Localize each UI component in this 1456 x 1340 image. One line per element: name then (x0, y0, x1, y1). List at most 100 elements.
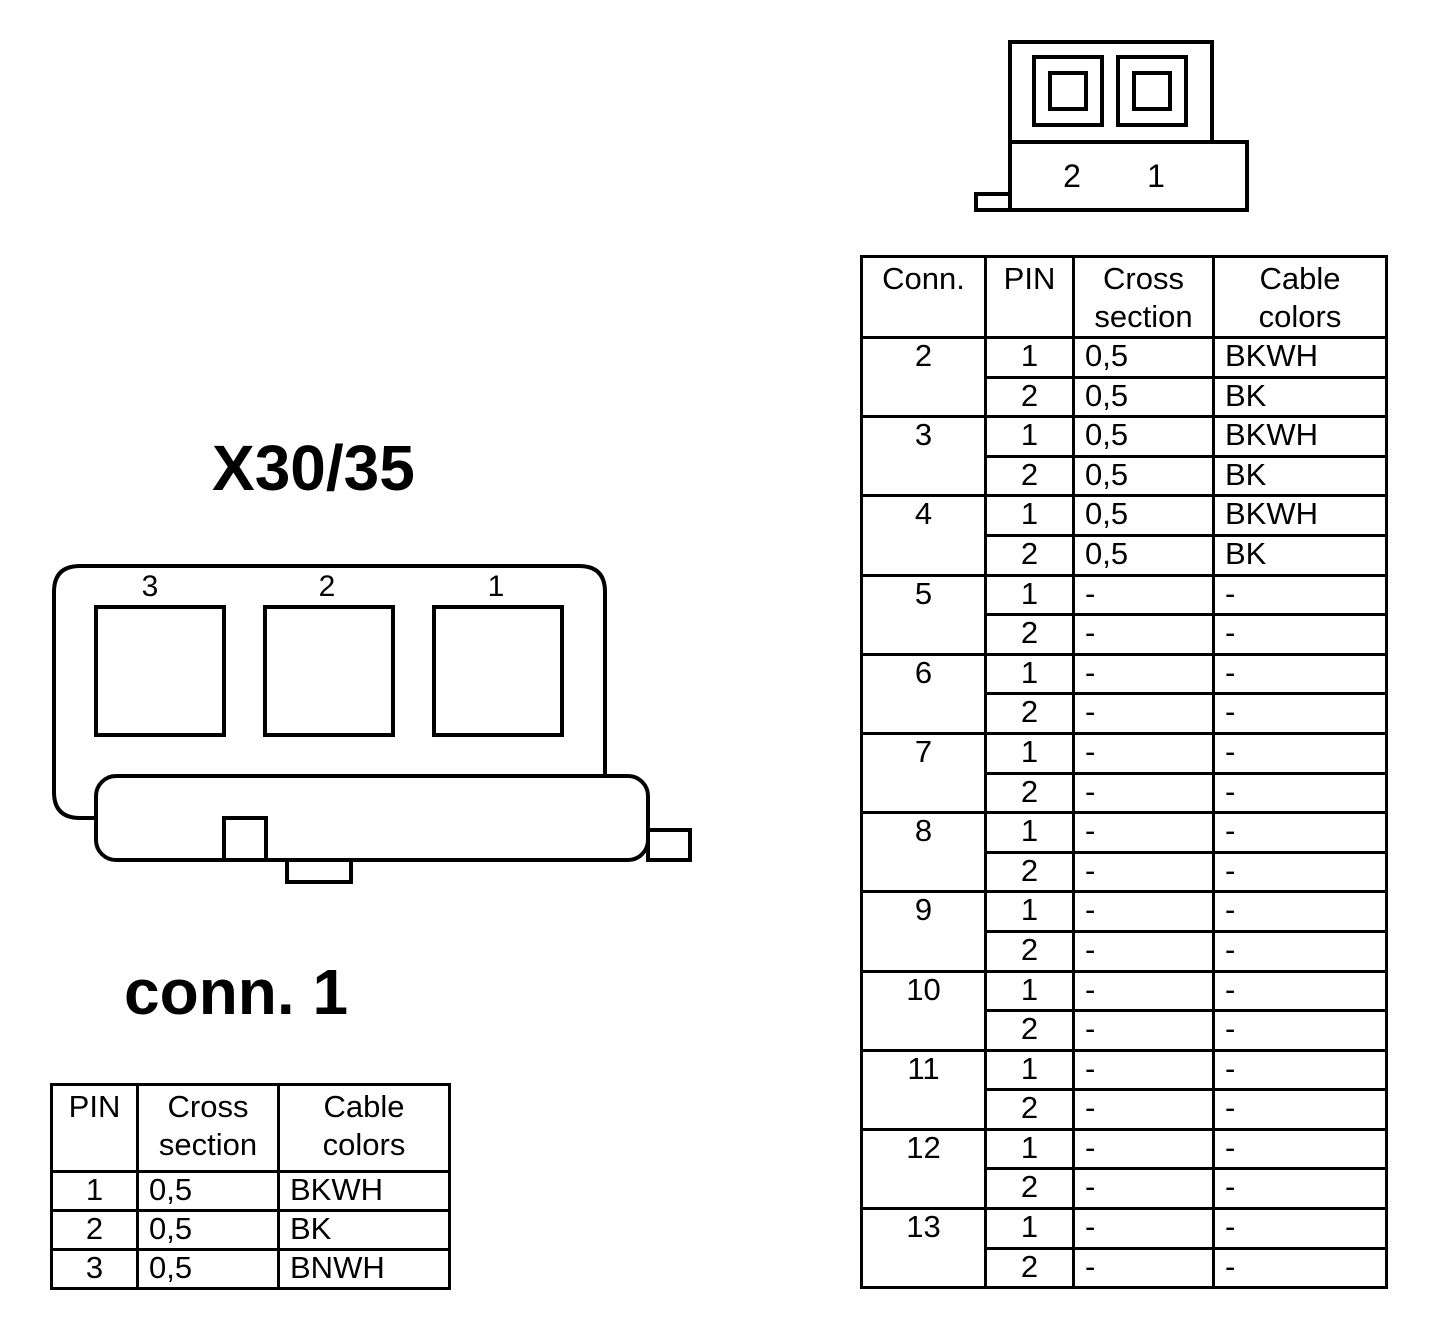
cable-color-cell: - (1212, 613, 1388, 656)
conn-number-cell: 11 (860, 1048, 987, 1131)
conn-number-cell: 10 (860, 969, 987, 1052)
cross-section-cell: 0,5 (1072, 454, 1215, 498)
small-connector-pin-label: 1 (1147, 158, 1165, 194)
pin-cell: 3 (50, 1248, 139, 1290)
conn-number-cell: 13 (860, 1207, 987, 1290)
cable-color-cell: - (1212, 1009, 1388, 1052)
table-row: 1 0,5 BKWH (50, 1170, 451, 1212)
cable-color-cell: - (1212, 811, 1388, 854)
x30-pin-label: 1 (487, 570, 505, 603)
pin-cell: 1 (984, 1048, 1075, 1092)
pin-cell: 1 (984, 1207, 1075, 1250)
cross-section-cell: - (1072, 1048, 1215, 1092)
small-connector-icon (974, 40, 1249, 212)
x30-pin-label: 3 (141, 570, 159, 603)
conn-number-cell: 2 (860, 335, 987, 419)
conn-number-cell: 5 (860, 573, 987, 656)
cable-color-cell: BKWH (1212, 415, 1388, 458)
table-row: 2-- (862, 1009, 1388, 1052)
small-connector-pin2-cavity (1032, 55, 1104, 127)
header-cable-colors: Cable colors (1212, 255, 1388, 339)
x30-pin-label: 2 (318, 570, 336, 603)
pin-cell: 1 (984, 969, 1075, 1013)
cross-section-cell: 0,5 (136, 1170, 280, 1212)
pin-cell: 2 (984, 533, 1075, 577)
cable-color-cell: - (1212, 1246, 1388, 1290)
cable-color-cell: BNWH (277, 1248, 451, 1290)
table-row: 3 0,5 BNWH (50, 1248, 451, 1290)
conn-number-cell: 8 (860, 811, 987, 894)
connector-title: X30/35 (212, 432, 415, 504)
cross-section-cell: - (1072, 1167, 1215, 1211)
pin-cell: 1 (984, 494, 1075, 537)
cross-section-cell: - (1072, 573, 1215, 617)
cross-section-cell: - (1072, 692, 1215, 735)
cross-section-cell: 0,5 (1072, 494, 1215, 537)
header-cross-section: Cross section (1072, 255, 1215, 339)
cable-color-cell: - (1212, 1207, 1388, 1250)
table-row: 2-- (862, 1088, 1388, 1131)
pin-cell: 1 (984, 811, 1075, 854)
cross-section-cell: - (1072, 929, 1215, 973)
conn-number-cell: 3 (860, 415, 987, 498)
conn-number-cell: 12 (860, 1127, 987, 1211)
cross-section-cell: - (1072, 1207, 1215, 1250)
cross-section-cell: 0,5 (1072, 415, 1215, 458)
cross-section-cell: 0,5 (1072, 336, 1215, 379)
pin-cell: 2 (984, 850, 1075, 894)
cable-color-cell: - (1212, 850, 1388, 894)
conn-number-cell: 4 (860, 494, 987, 577)
table-row: 2 0,5 BK (50, 1209, 451, 1251)
table-row: 2-- (862, 771, 1388, 815)
cross-section-cell: - (1072, 652, 1215, 696)
header-pin: PIN (984, 255, 1075, 339)
cable-color-cell: - (1212, 1088, 1388, 1131)
header-cross-section: Cross section (136, 1083, 280, 1173)
pin-cell: 2 (984, 1246, 1075, 1290)
conn-number-cell: 9 (860, 890, 987, 973)
cable-color-cell: - (1212, 890, 1388, 933)
cross-section-cell: 0,5 (1072, 375, 1215, 419)
cable-color-cell: BKWH (1212, 336, 1388, 379)
table-row: 2-- (862, 929, 1388, 973)
pin-cell: 1 (984, 890, 1075, 933)
cable-color-cell: - (1212, 929, 1388, 973)
cable-color-cell: - (1212, 573, 1388, 617)
cross-section-cell: 0,5 (136, 1209, 280, 1251)
pin-cell: 1 (984, 1127, 1075, 1171)
cable-color-cell: BK (1212, 454, 1388, 498)
table-row: 2-- (862, 692, 1388, 735)
small-connector-pin1-cavity (1116, 55, 1188, 127)
x30-pin1-cavity (432, 605, 564, 737)
pin-cell: 2 (984, 454, 1075, 498)
pin-cell: 2 (50, 1209, 139, 1251)
cross-section-cell: - (1072, 1127, 1215, 1171)
conn-number-cell: 6 (860, 652, 987, 735)
cable-color-cell: BKWH (1212, 494, 1388, 537)
pin-cell: 2 (984, 771, 1075, 815)
cross-section-cell: - (1072, 969, 1215, 1013)
cross-section-cell: - (1072, 771, 1215, 815)
table-header-row: PIN Cross section Cable colors (50, 1083, 451, 1173)
cable-color-cell: BK (1212, 533, 1388, 577)
cross-section-cell: - (1072, 1246, 1215, 1290)
cross-section-cell: - (1072, 731, 1215, 775)
cable-color-cell: - (1212, 771, 1388, 815)
cross-section-cell: 0,5 (1072, 533, 1215, 577)
x30-connector-icon (52, 564, 692, 884)
table-row: 2-- (862, 1167, 1388, 1211)
table-row: 2-- (862, 613, 1388, 656)
pin-cell: 2 (984, 692, 1075, 735)
cross-section-cell: - (1072, 1088, 1215, 1131)
